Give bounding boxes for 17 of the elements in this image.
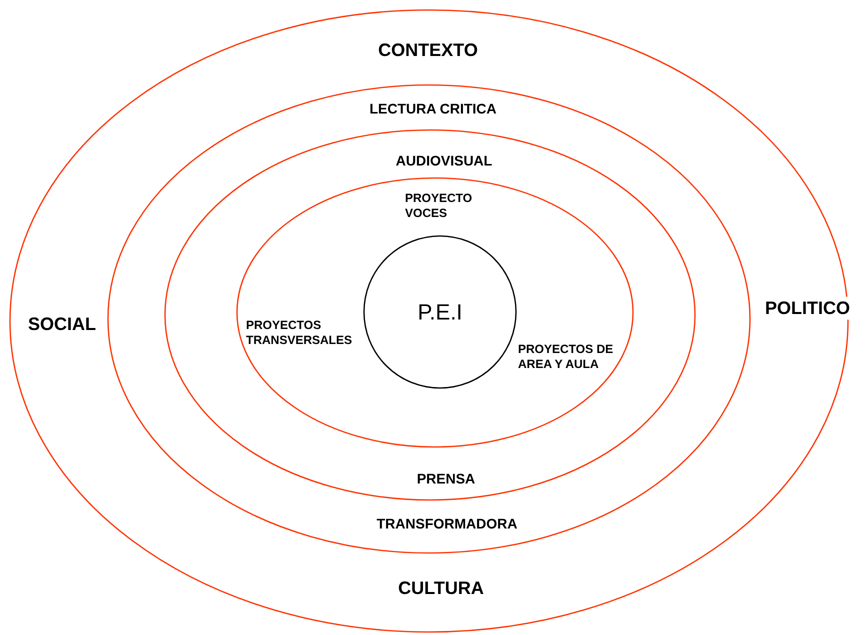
- ellipse-ring: [108, 85, 750, 553]
- ring-label: PRENSA: [416, 470, 476, 488]
- ring-label: SOCIAL: [28, 312, 96, 336]
- ring-label: CONTEXTO: [378, 38, 478, 62]
- ring-label: POLITICO: [765, 296, 850, 320]
- ring-label: AUDIOVISUAL: [396, 152, 492, 170]
- center-circle: [364, 236, 516, 388]
- ring-label: PROYECTO VOCES: [405, 191, 474, 221]
- ellipse-ring: [165, 130, 695, 500]
- ellipse-ring: [237, 178, 633, 447]
- ellipse-ring: [10, 10, 848, 632]
- ring-label: CULTURA: [398, 576, 484, 600]
- ring-label: PROYECTOS DE AREA Y AULA: [518, 342, 614, 372]
- ring-label: P.E.I: [418, 298, 462, 326]
- ring-label: LECTURA CRITICA: [369, 100, 497, 118]
- ring-label: PROYECTOS TRANSVERSALES: [246, 318, 354, 348]
- ring-label: TRANSFORMADORA: [376, 515, 518, 533]
